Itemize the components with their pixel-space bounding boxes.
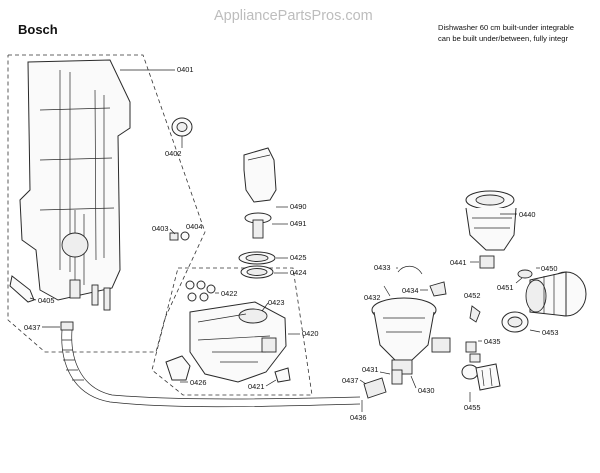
part-label-0434: 0434 xyxy=(402,286,418,295)
part-label-0452: 0452 xyxy=(464,291,480,300)
part-label-0425: 0425 xyxy=(290,253,306,262)
part-label-0401: 0401 xyxy=(177,65,193,74)
clamp-0451-part xyxy=(517,269,533,279)
fitting-0431-part xyxy=(391,369,403,385)
ring-0424-part xyxy=(240,265,274,279)
part-label-0437-right: 0437 xyxy=(342,376,358,385)
ring-0425-part xyxy=(238,251,276,265)
group-boundary-main xyxy=(7,54,206,353)
sensor-0441-part xyxy=(479,255,495,269)
water-inlet-frame-part xyxy=(19,59,131,311)
filter-0453-part xyxy=(501,311,529,333)
watermark: AppliancePartsPros.com xyxy=(214,8,373,24)
description-line-1: Dishwasher 60 cm built-under integrable xyxy=(438,23,574,32)
group-boundary-pump xyxy=(151,267,313,396)
part-label-0420: 0420 xyxy=(302,329,318,338)
part-label-0455: 0455 xyxy=(464,403,480,412)
drain-pump-0455-part xyxy=(461,363,501,391)
part-label-0450: 0450 xyxy=(541,264,557,273)
part-label-0436: 0436 xyxy=(350,413,366,422)
part-label-0491: 0491 xyxy=(290,219,306,228)
fitting-0403-part xyxy=(169,231,190,241)
drain-hose-part xyxy=(60,321,361,408)
part-label-0402: 0402 xyxy=(165,149,181,158)
screw-0432-part xyxy=(383,285,391,297)
part-label-0451: 0451 xyxy=(497,283,513,292)
part-label-0430: 0430 xyxy=(418,386,434,395)
heater-0440-part xyxy=(465,190,517,251)
clip-0421-part xyxy=(274,367,291,383)
part-label-0440: 0440 xyxy=(519,210,535,219)
part-label-0424: 0424 xyxy=(290,268,306,277)
brand-title: Bosch xyxy=(18,22,58,37)
part-label-0404: 0404 xyxy=(186,222,202,231)
spring-0433-part xyxy=(397,265,423,275)
seal-ring-0402-part xyxy=(171,117,193,137)
valve-0426-part xyxy=(165,355,191,381)
part-label-0423: 0423 xyxy=(268,298,284,307)
part-label-0431: 0431 xyxy=(362,365,378,374)
part-label-0405: 0405 xyxy=(38,296,54,305)
part-label-0435: 0435 xyxy=(484,337,500,346)
part-label-0433: 0433 xyxy=(374,263,390,272)
sump-0430-part xyxy=(371,297,451,375)
connector-0435-part xyxy=(465,341,481,363)
part-label-0453: 0453 xyxy=(542,328,558,337)
part-label-0441: 0441 xyxy=(450,258,466,267)
part-label-0403: 0403 xyxy=(152,224,168,233)
part-label-0426: 0426 xyxy=(190,378,206,387)
part-label-0422: 0422 xyxy=(221,289,237,298)
description-line-2: can be built under/between, fully integr xyxy=(438,34,568,43)
part-label-0421: 0421 xyxy=(248,382,264,391)
part-0452 xyxy=(469,305,481,323)
part-label-0490: 0490 xyxy=(290,202,306,211)
cap-0491-part xyxy=(244,212,272,239)
part-label-0437-left: 0437 xyxy=(24,323,40,332)
clamp-0434-part xyxy=(429,281,447,297)
dispenser-0490-part xyxy=(243,147,277,203)
pump-0450-part xyxy=(525,271,587,317)
hose-end-0437-part xyxy=(363,377,387,399)
pump-pot-0420-part xyxy=(189,301,287,383)
seals-0422-part xyxy=(185,280,216,302)
part-label-0432: 0432 xyxy=(364,293,380,302)
hose-clip-0405-part xyxy=(9,275,35,303)
